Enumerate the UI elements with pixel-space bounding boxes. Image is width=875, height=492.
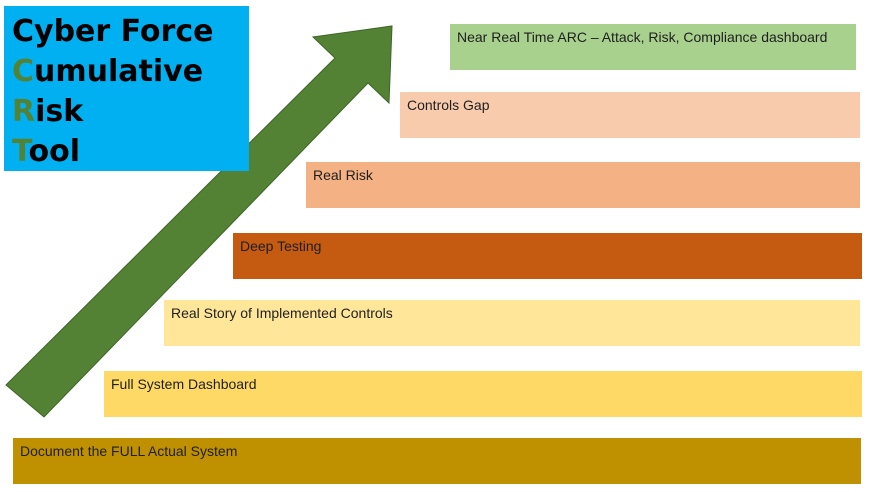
step-label: Real Risk bbox=[313, 167, 373, 183]
step-label: Controls Gap bbox=[407, 97, 490, 113]
step-document-full-system: Document the FULL Actual System bbox=[13, 438, 861, 484]
step-label: Real Story of Implemented Controls bbox=[171, 305, 393, 321]
step-label: Full System Dashboard bbox=[111, 376, 257, 392]
step-real-risk: Real Risk bbox=[306, 162, 860, 208]
title-initial-t: T bbox=[12, 134, 29, 169]
step-arc-dashboard: Near Real Time ARC – Attack, Risk, Compl… bbox=[450, 24, 856, 70]
title-initial-c: C bbox=[12, 54, 35, 89]
title-line-1: Cyber Force bbox=[12, 14, 214, 49]
step-controls-gap: Controls Gap bbox=[400, 92, 860, 138]
step-full-system-dashboard: Full System Dashboard bbox=[104, 371, 862, 417]
step-label: Near Real Time ARC – Attack, Risk, Compl… bbox=[457, 29, 828, 45]
title-line-4: Tool bbox=[12, 134, 80, 169]
step-implemented-controls: Real Story of Implemented Controls bbox=[164, 300, 860, 346]
step-label: Document the FULL Actual System bbox=[20, 443, 238, 459]
title-initial-r: R bbox=[12, 94, 36, 129]
title-box: Cyber Force Cumulative Risk Tool bbox=[4, 6, 249, 171]
step-deep-testing: Deep Testing bbox=[233, 233, 862, 279]
title-line-3: Risk bbox=[12, 94, 84, 129]
title-line-2: Cumulative bbox=[12, 54, 204, 89]
step-label: Deep Testing bbox=[240, 238, 322, 254]
